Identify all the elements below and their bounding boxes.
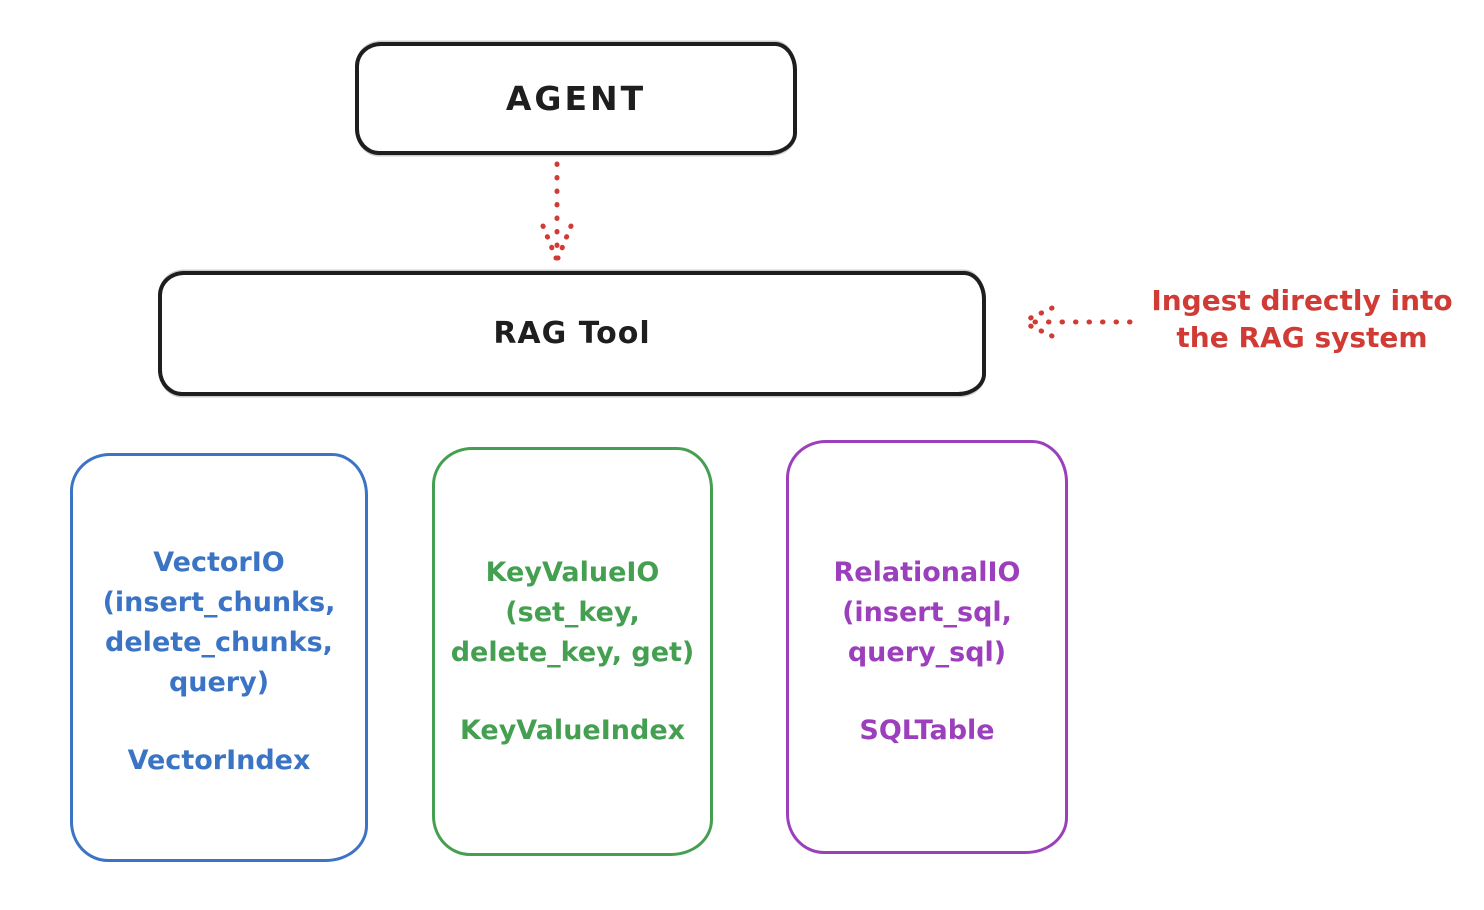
spacer [435,673,710,711]
rag-tool-node: RAG Tool [158,271,986,396]
vector-io-name: VectorIO [153,547,285,578]
ingest-annotation: Ingest directly into the RAG system [1132,282,1472,356]
ingest-annotation-line2: the RAG system [1176,321,1428,354]
relational-io-method-line: (insert_sql, [842,597,1012,628]
rag-tool-node-label: RAG Tool [493,316,651,351]
keyvalue-io-name: KeyValueIO [485,557,660,588]
vector-io-node: VectorIO (insert_chunks, delete_chunks, … [70,453,368,862]
agent-node: AGENT [355,42,797,155]
spacer [789,673,1065,711]
keyvalue-io-method-line: (set_key, [505,597,640,628]
relational-io-index-label: SQLTable [859,715,995,746]
ingest-annotation-line1: Ingest directly into [1151,284,1453,317]
keyvalue-io-node: KeyValueIO (set_key, delete_key, get) Ke… [432,447,713,856]
vector-io-method-line: (insert_chunks, [102,587,336,618]
left-arrow-icon [1019,305,1133,339]
vector-io-index-label: VectorIndex [127,745,311,776]
relational-io-method-line: query_sql) [847,637,1007,668]
relational-io-name: RelationalIO [833,557,1021,588]
keyvalue-io-index-label: KeyValueIndex [459,715,686,746]
vector-io-method-line: delete_chunks, [105,627,333,658]
relational-io-node: RelationalIO (insert_sql, query_sql) SQL… [786,440,1068,854]
agent-node-label: AGENT [505,79,647,118]
keyvalue-io-method-line: delete_key, get) [450,637,695,668]
vector-io-method-line: query) [168,667,270,698]
down-arrow-icon [540,161,574,261]
spacer [73,703,365,741]
